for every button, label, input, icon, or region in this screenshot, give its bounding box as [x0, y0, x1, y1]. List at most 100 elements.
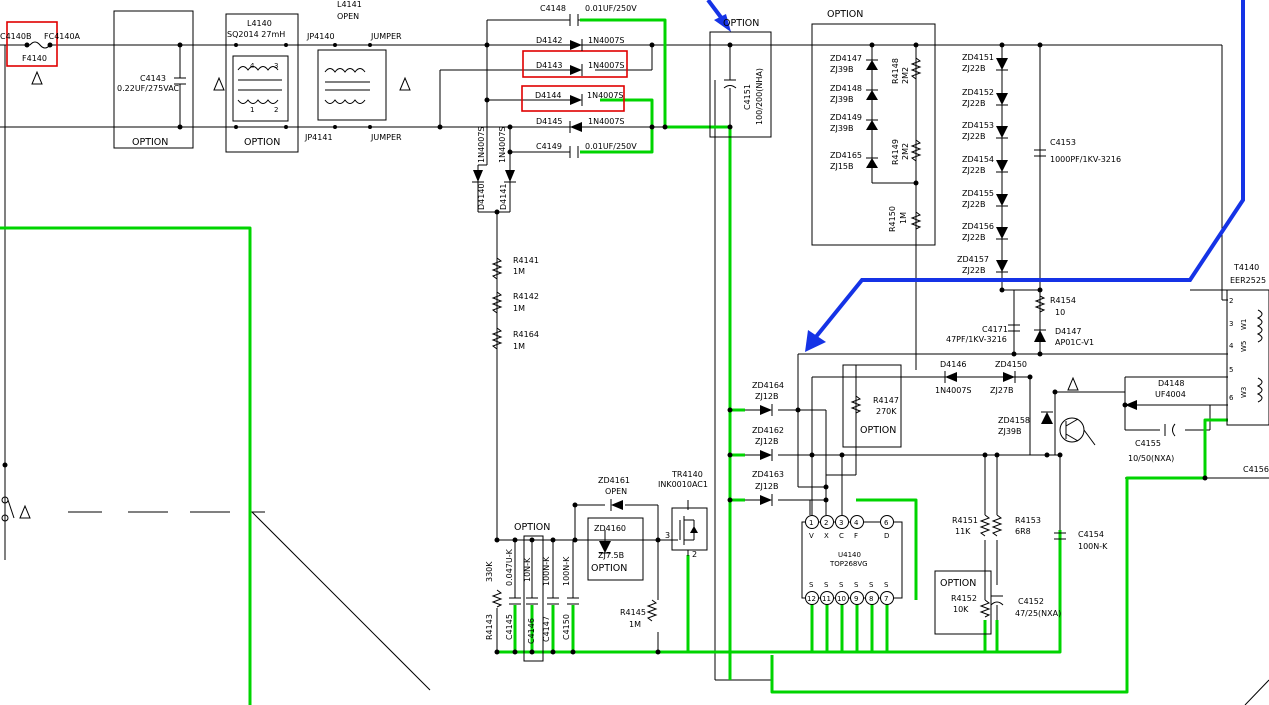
label-zd4157: ZD4157	[957, 255, 989, 264]
label-zd4153: ZD4153	[962, 121, 994, 130]
winding-w5: W5	[1240, 341, 1248, 352]
capacitor-c4143-block: C4143 0.22UF/275VAC OPTION	[113, 10, 225, 149]
option-label-c4151: OPTION	[723, 18, 759, 29]
label-tr4140: TR4140	[671, 470, 703, 479]
value-zd4148: ZJ39B	[830, 95, 854, 104]
highlight-f4140	[6, 21, 58, 67]
label-u4140: U4140	[838, 551, 861, 559]
u4140-pin7: 7	[884, 595, 888, 603]
u4140-pin6: 6	[884, 519, 889, 527]
option-label-zd4160: OPTION	[591, 563, 627, 574]
label-c4154: C4154	[1078, 530, 1104, 539]
u4140-pin-s10: S	[839, 581, 844, 589]
resistor-chain-left: R4141 1M R4142 1M R4164 1M	[491, 256, 539, 351]
value-c4153: 1000PF/1KV-3216	[1050, 155, 1121, 164]
value-zd4162: ZJ12B	[755, 437, 779, 446]
value-d4147: AP01C-V1	[1055, 338, 1094, 347]
u4140-pin-v: V	[809, 532, 814, 540]
value-c4151: 100/200(NHA)	[755, 68, 764, 125]
t4140-pin2: 2	[1229, 297, 1233, 305]
winding-w1: W1	[1240, 319, 1248, 330]
capacitor-c4151: OPTION C4151 100/200(NHA)	[709, 18, 772, 138]
u4140-pin-s12: S	[809, 581, 814, 589]
u4140-pin-s7: S	[884, 581, 889, 589]
value-d4146: 1N4007S	[935, 386, 972, 395]
label-t4140: T4140	[1233, 263, 1259, 272]
value-zd4161-open: OPEN	[605, 487, 627, 496]
u4140-pin-d: D	[884, 532, 889, 540]
highlighted-traces	[0, 18, 1228, 705]
label-fc4140a: FC4140A	[44, 32, 81, 41]
value-d4143: 1N4007S	[588, 61, 625, 70]
u4140-pin11: 11	[822, 595, 831, 603]
label-jumper-bottom: JUMPER	[370, 133, 402, 142]
value-zd4157: ZJ22B	[962, 266, 986, 275]
value-d4141: 1N4007S	[498, 126, 507, 163]
label-d4147: D4147	[1055, 327, 1082, 336]
label-zd4163: ZD4163	[752, 470, 784, 479]
output-rc-network: R4151 11K R4153 6R8 C4154 100N-K OPTION …	[934, 452, 1108, 635]
value-zd4152: ZJ22B	[962, 99, 986, 108]
label-r4151: R4151	[952, 516, 978, 525]
label-d4146: D4146	[940, 360, 967, 369]
value-zd4154: ZJ22B	[962, 166, 986, 175]
value-c4154: 100N-K	[1078, 542, 1108, 551]
choke-l4141: L4141 OPEN JP4140 JUMPER JP4141 JUMPER	[304, 0, 411, 142]
label-r4150: R4150	[888, 206, 897, 232]
label-zd4164: ZD4164	[752, 381, 784, 390]
label-l4141-open: OPEN	[337, 12, 359, 21]
u4140-pin4: 4	[854, 519, 859, 527]
value-d4142: 1N4007S	[588, 36, 625, 45]
label-d4141: D4141	[499, 183, 508, 210]
label-c4147: C4147	[542, 616, 551, 642]
label-c4149: C4149	[536, 142, 562, 151]
u4140-pin-x: X	[824, 532, 829, 540]
feedback-section: D4146 1N4007S ZD4150 ZJ27B ZD4158 ZJ39B …	[935, 360, 1269, 481]
option-label-cap-bank: OPTION	[514, 522, 550, 533]
value-d4140: 1N4007S	[477, 126, 486, 163]
label-c4155: C4155	[1135, 439, 1161, 448]
label-zd4150: ZD4150	[995, 360, 1027, 369]
label-zd4155: ZD4155	[962, 189, 994, 198]
value-zd4156: ZJ22B	[962, 233, 986, 242]
label-l4141: L4141	[337, 0, 362, 9]
option-label-l4140: OPTION	[244, 137, 280, 148]
u4140-pin-c: C	[839, 532, 844, 540]
u4140-pin3: 3	[839, 519, 843, 527]
l4140-pin1: 1	[250, 106, 254, 114]
wiring	[0, 19, 1269, 705]
label-r4149: R4149	[891, 139, 900, 165]
resistor-r4147-option: R4147 270K OPTION	[842, 364, 902, 448]
winding-w3: W3	[1240, 387, 1248, 398]
tr4140-pin2: 2	[692, 550, 697, 559]
value-r4148: 2M2	[901, 67, 910, 84]
value-zd4155: ZJ22B	[962, 200, 986, 209]
u4140-pin-s8: S	[869, 581, 874, 589]
t4140-pin4: 4	[1229, 342, 1234, 350]
label-r4147: R4147	[873, 396, 899, 405]
value-l4140: SQ2014 27mH	[227, 30, 285, 39]
label-r4164: R4164	[513, 330, 539, 339]
option-label-zener: OPTION	[827, 9, 863, 20]
u4140-pin8: 8	[869, 595, 873, 603]
switch-left	[1, 462, 31, 522]
label-zd4165: ZD4165	[830, 151, 862, 160]
u4140-pin1: 1	[809, 519, 813, 527]
label-r4154: R4154	[1050, 296, 1076, 305]
zener-string-zd4151: ZD4151 ZJ22B ZD4152 ZJ22B ZD4153 ZJ22B Z…	[946, 42, 1121, 357]
u4140-pin9: 9	[854, 595, 858, 603]
value-zd4163: ZJ12B	[755, 482, 779, 491]
input-cap-bank: OPTION 330K R4143 0.047U-K C4145 10N-K C…	[485, 522, 661, 662]
value-c4148: 0.01UF/250V	[585, 4, 637, 13]
value-zd4160: ZJ7.5B	[598, 551, 624, 560]
label-r4145: R4145	[620, 608, 646, 617]
u4140-pin10: 10	[837, 595, 846, 603]
zener-inputs-u4140: ZD4164 ZJ12B ZD4162 ZJ12B ZD4163 ZJ12B	[727, 381, 845, 506]
label-zd4156: ZD4156	[962, 222, 994, 231]
value-c4147: 100N-K	[542, 556, 551, 586]
label-r4148: R4148	[891, 58, 900, 84]
value-r4164: 1M	[513, 342, 525, 351]
highlight-d4143	[522, 50, 628, 78]
label-zd4158: ZD4158	[998, 416, 1030, 425]
